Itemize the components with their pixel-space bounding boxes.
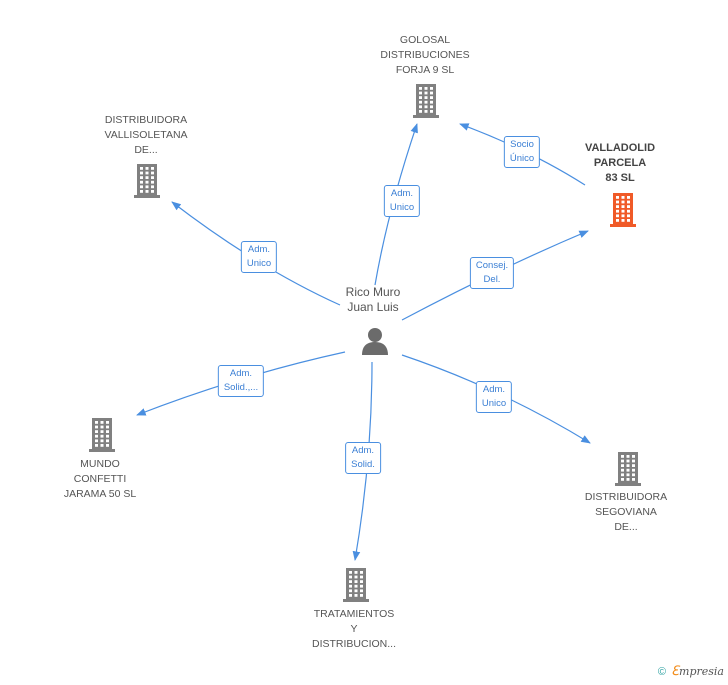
building-icon[interactable] [340, 568, 372, 602]
empresia-logo-icon: ℇ [671, 664, 680, 679]
building-icon[interactable] [612, 452, 644, 486]
edge-label-to-valladolid[interactable]: Consej.Del. [469, 257, 515, 289]
person-name[interactable]: Rico Muro Juan Luis [345, 285, 401, 314]
building-icon[interactable] [410, 84, 442, 118]
edge-label-to-vallisoletana[interactable]: Adm.Unico [240, 241, 278, 273]
footer-brand: © ℇmpresia [658, 664, 724, 679]
copyright-symbol: © [657, 666, 666, 678]
building-icon[interactable] [86, 418, 118, 452]
person-icon[interactable] [360, 326, 390, 356]
edge-label-to-tratamientos[interactable]: Adm.Solid. [345, 442, 381, 474]
edge-label-to-golosal[interactable]: Adm.Unico [383, 185, 421, 217]
brand-name: mpresia [679, 665, 724, 678]
edge-label-to-segoviana[interactable]: Adm.Unico [475, 381, 513, 413]
building-icon[interactable] [131, 164, 163, 198]
edge-label-to-mundo[interactable]: Adm.Solid.,... [217, 365, 265, 397]
building-icon[interactable] [607, 193, 639, 227]
